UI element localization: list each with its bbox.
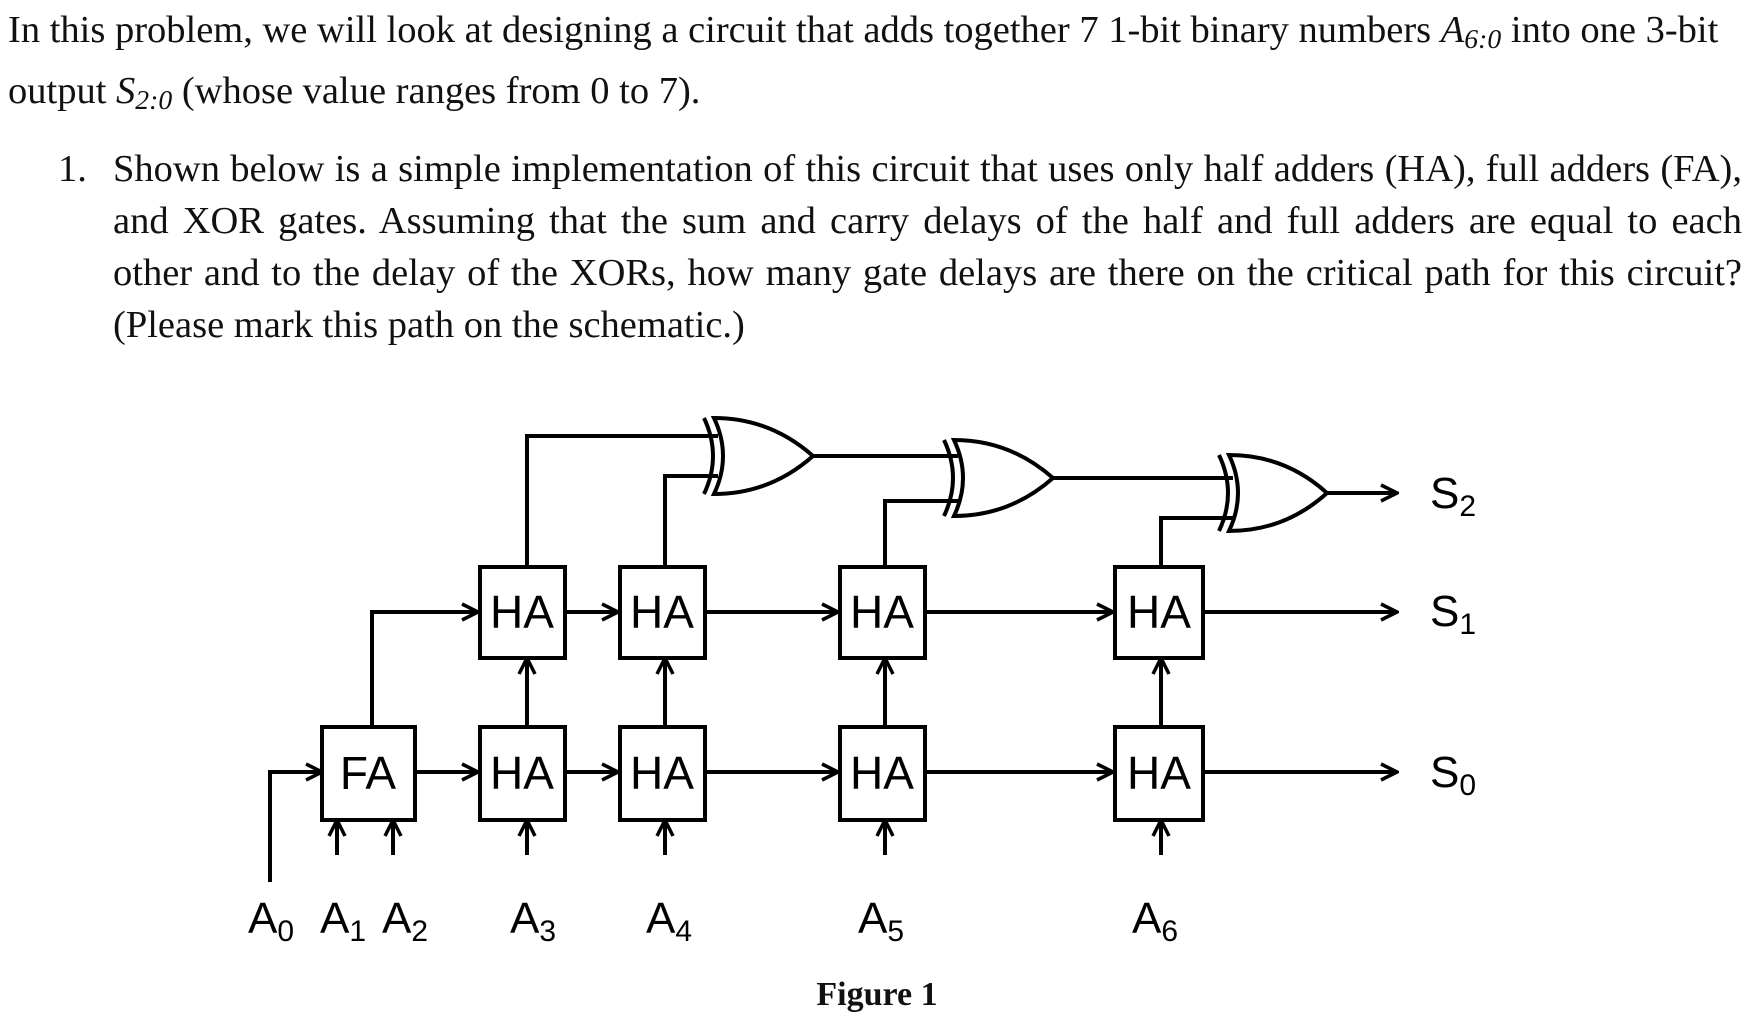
input-a4-label: A4 — [646, 894, 692, 948]
output-s1-base: S — [1430, 587, 1459, 636]
ha-label: HA — [1127, 586, 1191, 638]
input-a1-label: A1 — [320, 894, 366, 948]
ha-bottom-2: HA — [618, 725, 707, 822]
intro-paragraph: In this problem, we will look at designi… — [8, 4, 1744, 126]
question-number: 1. — [58, 148, 87, 190]
ha-box — [618, 725, 707, 822]
intro-a-symbol: A — [1440, 9, 1465, 51]
output-s0-subscript: 0 — [1459, 769, 1476, 802]
output-s2-subscript: 2 — [1459, 490, 1476, 523]
fa-block: FA — [320, 725, 417, 822]
ha-label: HA — [850, 586, 914, 638]
ha-bottom-3: HA — [838, 725, 927, 822]
xor-2-extra-curve — [942, 439, 955, 517]
ha-box — [1113, 565, 1205, 660]
input-a6-label: A6 — [1132, 894, 1178, 948]
ha-bottom-1: HA — [478, 725, 567, 822]
output-s2-base: S — [1430, 469, 1459, 518]
ha-box — [478, 725, 567, 822]
xor-gates — [702, 415, 1330, 534]
ha-bottom-4: HA — [1113, 725, 1205, 822]
wire-x1-b — [663, 474, 718, 567]
input-a5-label: A5 — [858, 894, 904, 948]
wires — [268, 434, 1397, 882]
input-a3-subscript: 3 — [539, 915, 556, 948]
intro-s-symbol: S — [116, 70, 136, 113]
xor-gate-2 — [942, 437, 1057, 519]
ha-box — [1113, 725, 1205, 822]
intro-text-2: into one 3-bit output — [8, 9, 1719, 113]
ha-label: HA — [490, 586, 554, 638]
ha-label: HA — [490, 747, 554, 799]
wire-a0 — [268, 772, 322, 882]
input-a6-subscript: 6 — [1161, 915, 1178, 948]
input-a2-subscript: 2 — [411, 915, 428, 948]
ha-label: HA — [630, 586, 694, 638]
figure-caption: Figure 1 — [816, 976, 938, 1013]
input-a4-subscript: 4 — [675, 915, 692, 948]
ha-box — [838, 725, 927, 822]
input-a0-label: A0 — [248, 894, 294, 948]
ha-box — [618, 565, 707, 660]
ha-top-3: HA — [838, 565, 927, 660]
xor-1-body — [710, 415, 817, 497]
output-s1-label: S1 — [1430, 587, 1476, 641]
ha-label: HA — [1127, 747, 1191, 799]
intro-text-3: (whose value ranges from 0 to 7). — [172, 70, 701, 113]
input-a3-base: A — [510, 894, 540, 943]
input-a4-base: A — [646, 894, 676, 943]
ha-box — [838, 565, 927, 660]
xor-2-body — [950, 437, 1057, 519]
xor-1-extra-curve — [702, 417, 715, 495]
ha-box — [478, 565, 567, 660]
input-a1-subscript: 1 — [349, 915, 366, 948]
wire-fa-carry — [370, 612, 478, 727]
ha-label: HA — [850, 747, 914, 799]
input-a6-base: A — [1132, 894, 1162, 943]
output-s1-subscript: 1 — [1459, 608, 1476, 641]
wire-x1-a — [525, 434, 718, 567]
ha-label: HA — [630, 747, 694, 799]
input-labels: A0 A1 A2 A3 A4 A5 A6 — [248, 894, 1178, 948]
ha-top-2: HA — [618, 565, 707, 660]
intro-s-subscript: 2:0 — [135, 84, 173, 116]
input-a2-label: A2 — [382, 894, 428, 948]
question-1: 1. Shown below is a simple implementatio… — [58, 143, 1742, 351]
xor-3-body — [1225, 452, 1330, 534]
xor-gate-1 — [702, 415, 817, 497]
input-a0-base: A — [248, 894, 278, 943]
xor-3-extra-curve — [1217, 454, 1230, 532]
input-a2-base: A — [382, 894, 412, 943]
output-s2-label: S2 — [1430, 469, 1476, 523]
wire-x3-b — [1159, 516, 1233, 567]
ha-top-4: HA — [1113, 565, 1205, 660]
question-text: Shown below is a simple implementation o… — [113, 148, 1742, 346]
fa-label: FA — [340, 747, 397, 799]
intro-a-subscript: 6:0 — [1464, 23, 1502, 55]
output-labels: S2 S1 S0 — [1430, 469, 1476, 802]
input-a5-base: A — [858, 894, 888, 943]
output-s0-label: S0 — [1430, 748, 1476, 802]
input-a1-base: A — [320, 894, 350, 943]
fa-box — [320, 725, 417, 822]
input-a3-label: A3 — [510, 894, 556, 948]
intro-text-1: In this problem, we will look at designi… — [8, 9, 1441, 51]
adder-blocks: FA HA HA HA HA HA HA HA — [320, 565, 1205, 822]
wire-x2-b — [883, 499, 958, 567]
output-s0-base: S — [1430, 748, 1459, 797]
xor-gate-3 — [1217, 452, 1330, 534]
adder-circuit-diagram: FA HA HA HA HA HA HA HA — [248, 415, 1476, 948]
ha-top-1: HA — [478, 565, 567, 660]
input-a5-subscript: 5 — [887, 915, 904, 948]
input-a0-subscript: 0 — [277, 915, 294, 948]
